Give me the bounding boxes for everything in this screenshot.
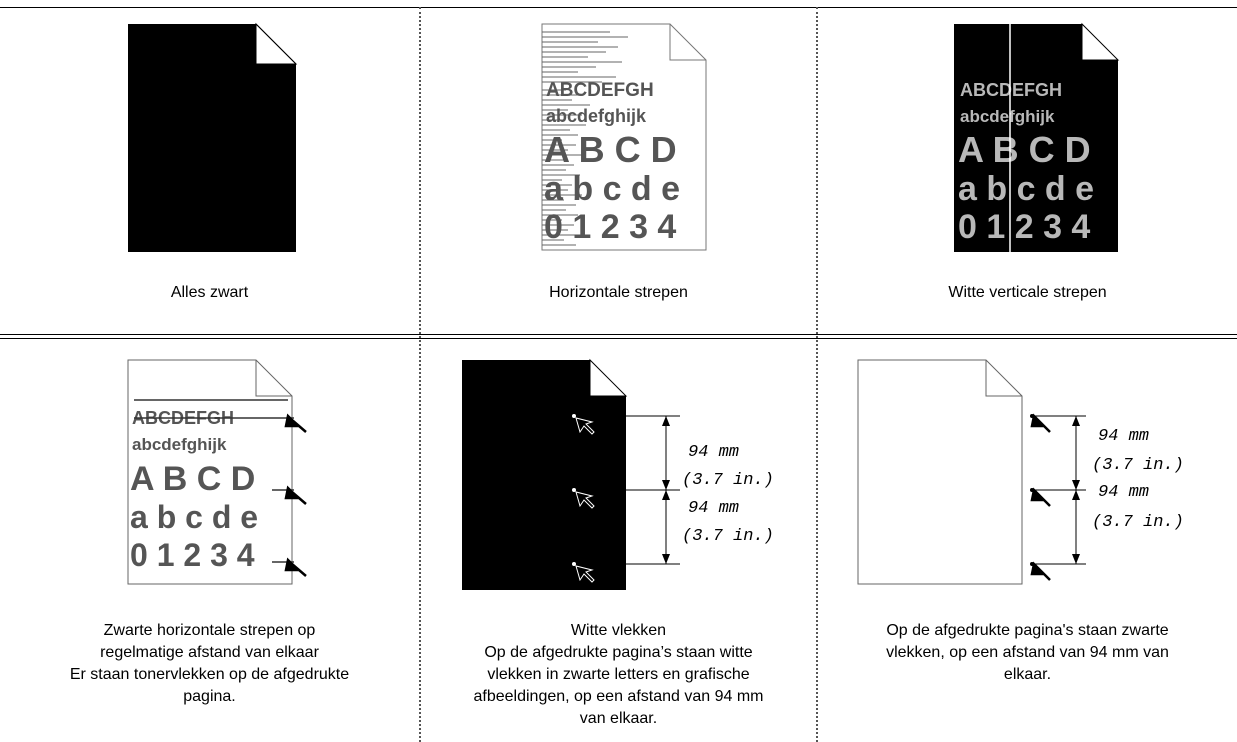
row-divider <box>0 334 1237 339</box>
caption-cell-3: Witte verticale strepen <box>818 282 1237 304</box>
caption-line: pagina. <box>0 686 419 708</box>
sample-line-2: abcdefghijk <box>546 106 647 126</box>
caption-cell-4: Zwarte horizontale strepen op regelmatig… <box>0 620 419 708</box>
caption-line: Zwarte horizontale strepen op <box>0 620 419 642</box>
caption-line: Witte verticale strepen <box>818 282 1237 304</box>
table-top-border <box>0 7 1237 8</box>
sample-line-3: A B C D <box>130 460 255 498</box>
dimension-label-in: (3.7 in.) <box>682 527 774 546</box>
caption-line: Op de afgedrukte pagina's staan zwarte <box>818 620 1237 642</box>
sample-line-4: a b c d e <box>130 499 258 535</box>
all-black-page-illustration <box>124 16 304 256</box>
white-vertical-stripes-page-illustration: ABCDEFGH abcdefghijk A B C D a b c d e 0… <box>950 16 1130 256</box>
dimension-label-in: (3.7 in.) <box>1092 513 1184 532</box>
caption-line: elkaar. <box>818 664 1237 686</box>
sample-line-2: abcdefghijk <box>132 435 227 454</box>
caption-line: van elkaar. <box>421 708 816 730</box>
caption-cell-2: Horizontale strepen <box>421 282 816 304</box>
caption-line: Op de afgedrukte pagina’s staan witte <box>421 642 816 664</box>
dimension-label-in: (3.7 in.) <box>1092 456 1184 475</box>
sample-line-5: 0 1 2 3 4 <box>130 537 255 573</box>
black-spots-page-illustration: 94 mm (3.7 in.) 94 mm (3.7 in.) <box>854 352 1234 592</box>
dimension-label-mm: 94 mm <box>688 443 739 462</box>
horizontal-stripes-page-illustration: ABCDEFGH abcdefghijk A B C D a b c d e 0… <box>538 16 718 256</box>
sample-line-1: ABCDEFGH <box>546 80 654 101</box>
sample-line-2: abcdefghijk <box>960 107 1055 126</box>
caption-line: Witte vlekken <box>421 620 816 642</box>
sample-line-5: 0 1 2 3 4 <box>958 208 1090 246</box>
caption-cell-5: Witte vlekken Op de afgedrukte pagina’s … <box>421 620 816 730</box>
sample-line-4: a b c d e <box>544 170 680 208</box>
caption-line: Alles zwart <box>0 282 419 304</box>
caption-line: vlekken in zwarte letters en grafische <box>421 664 816 686</box>
dimension-label-in: (3.7 in.) <box>682 471 774 490</box>
caption-line: regelmatige afstand van elkaar <box>0 642 419 664</box>
black-stripes-page-illustration: ABCDEFGH abcdefghijk A B C D a b c d e 0… <box>124 352 314 592</box>
sample-line-4: a b c d e <box>958 170 1094 208</box>
sample-line-5: 0 1 2 3 4 <box>544 208 676 246</box>
caption-line: vlekken, op een afstand van 94 mm van <box>818 642 1237 664</box>
white-spots-page-illustration: 94 mm (3.7 in.) 94 mm (3.7 in.) <box>458 352 816 597</box>
caption-cell-6: Op de afgedrukte pagina's staan zwarte v… <box>818 620 1237 686</box>
caption-line: Horizontale strepen <box>421 282 816 304</box>
dimension-label-mm: 94 mm <box>1098 483 1149 502</box>
sample-line-1: ABCDEFGH <box>960 80 1062 100</box>
caption-cell-1: Alles zwart <box>0 282 419 304</box>
dimension-label-mm: 94 mm <box>688 499 739 518</box>
sample-line-3: A B C D <box>544 129 677 170</box>
caption-line: afbeeldingen, op een afstand van 94 mm <box>421 686 816 708</box>
sample-line-3: A B C D <box>958 129 1091 170</box>
dimension-label-mm: 94 mm <box>1098 427 1149 446</box>
caption-line: Er staan tonervlekken op de afgedrukte <box>0 664 419 686</box>
